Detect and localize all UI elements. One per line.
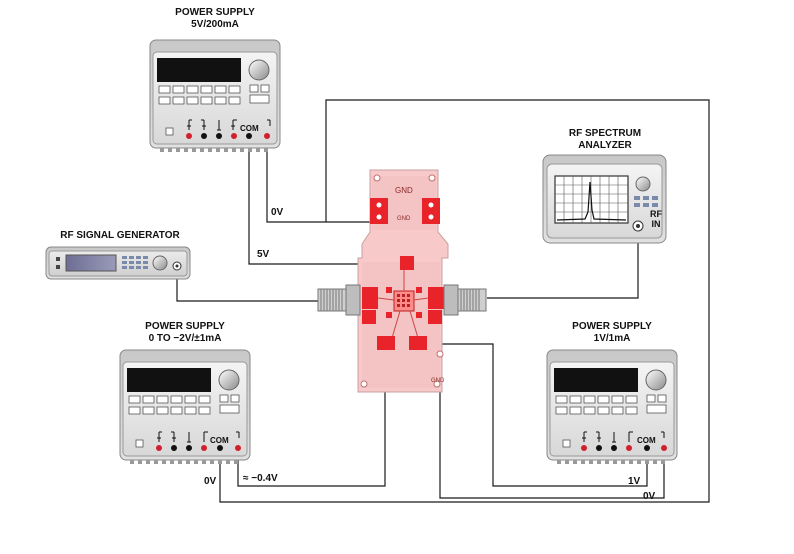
spectrum-analyzer-subtitle: ANALYZER [578, 140, 632, 151]
wire-label-right-1v: 1V [628, 476, 641, 487]
spectrum-analyzer-title-line: RF SPECTRUM [568, 128, 642, 139]
wire-top-0v [266, 136, 372, 223]
spectrum-analyzer [542, 154, 667, 244]
power-supply-left [119, 349, 251, 464]
vgs-pad [377, 336, 395, 350]
psu-top-title-line: POWER SUPPLY [175, 7, 255, 18]
wires [176, 99, 710, 503]
wire-right-1v [422, 343, 648, 487]
board-gnd-bottom-label: GND [431, 378, 445, 384]
psu-left-title-line: POWER SUPPLY [145, 321, 225, 332]
psu-top-title: POWER SUPPLY 5V/200mA [150, 7, 280, 31]
wire-label-right-0v: 0V [643, 491, 656, 502]
psu-top-com-label: COM [240, 124, 259, 133]
rf-out-pad [428, 287, 444, 309]
signal-generator-title: RF SIGNAL GENERATOR [40, 230, 200, 242]
wire-rf-in [176, 272, 318, 302]
wire-left-bias [237, 345, 386, 487]
spectrum-analyzer-title: RF SPECTRUM ANALYZER [545, 128, 665, 152]
power-supply-top [149, 39, 281, 152]
vdd-pad [409, 336, 427, 350]
board-gnd-mid-label: GND [397, 216, 411, 222]
rf-in-label-line1: RF [650, 209, 662, 219]
psu-right-title: POWER SUPPLY 1V/1mA [545, 321, 679, 345]
signal-generator [45, 246, 191, 280]
gnd-pad-right [422, 198, 440, 224]
wire-top-5v [248, 136, 404, 265]
wire-label-top-0v: 0V [271, 207, 284, 218]
rf-in-label-line2: IN [651, 219, 661, 229]
rf-in-label: RF IN [648, 209, 664, 229]
psu-left-subtitle: 0 TO −2V/±1mA [148, 333, 222, 344]
wire-right-0v [439, 356, 665, 499]
wire-ground-loop [219, 99, 710, 503]
psu-left-title: POWER SUPPLY 0 TO −2V/±1mA [115, 321, 255, 345]
power-supply-right [546, 349, 678, 464]
sma-connector-icon [443, 284, 487, 316]
sma-connector-icon [317, 284, 361, 316]
wire-label-left-bias: ≈ −0.4V [243, 473, 278, 484]
evaluation-board [317, 169, 487, 393]
wire-rf-out [487, 228, 639, 299]
psu-right-subtitle: 1V/1mA [593, 333, 631, 344]
gnd-pad-left [370, 198, 388, 224]
rf-in-pad [362, 287, 378, 309]
signal-generator-title-line: RF SIGNAL GENERATOR [60, 230, 180, 241]
board-gnd-top-label: GND [395, 186, 413, 195]
wire-label-left-0v: 0V [204, 476, 217, 487]
wire-label-top-5v: 5V [257, 249, 270, 260]
psu-right-com-label: COM [637, 436, 656, 445]
psu-right-title-line: POWER SUPPLY [572, 321, 652, 332]
psu-top-subtitle: 5V/200mA [191, 19, 239, 30]
vcc-pad [400, 256, 414, 270]
psu-left-com-label: COM [210, 436, 229, 445]
